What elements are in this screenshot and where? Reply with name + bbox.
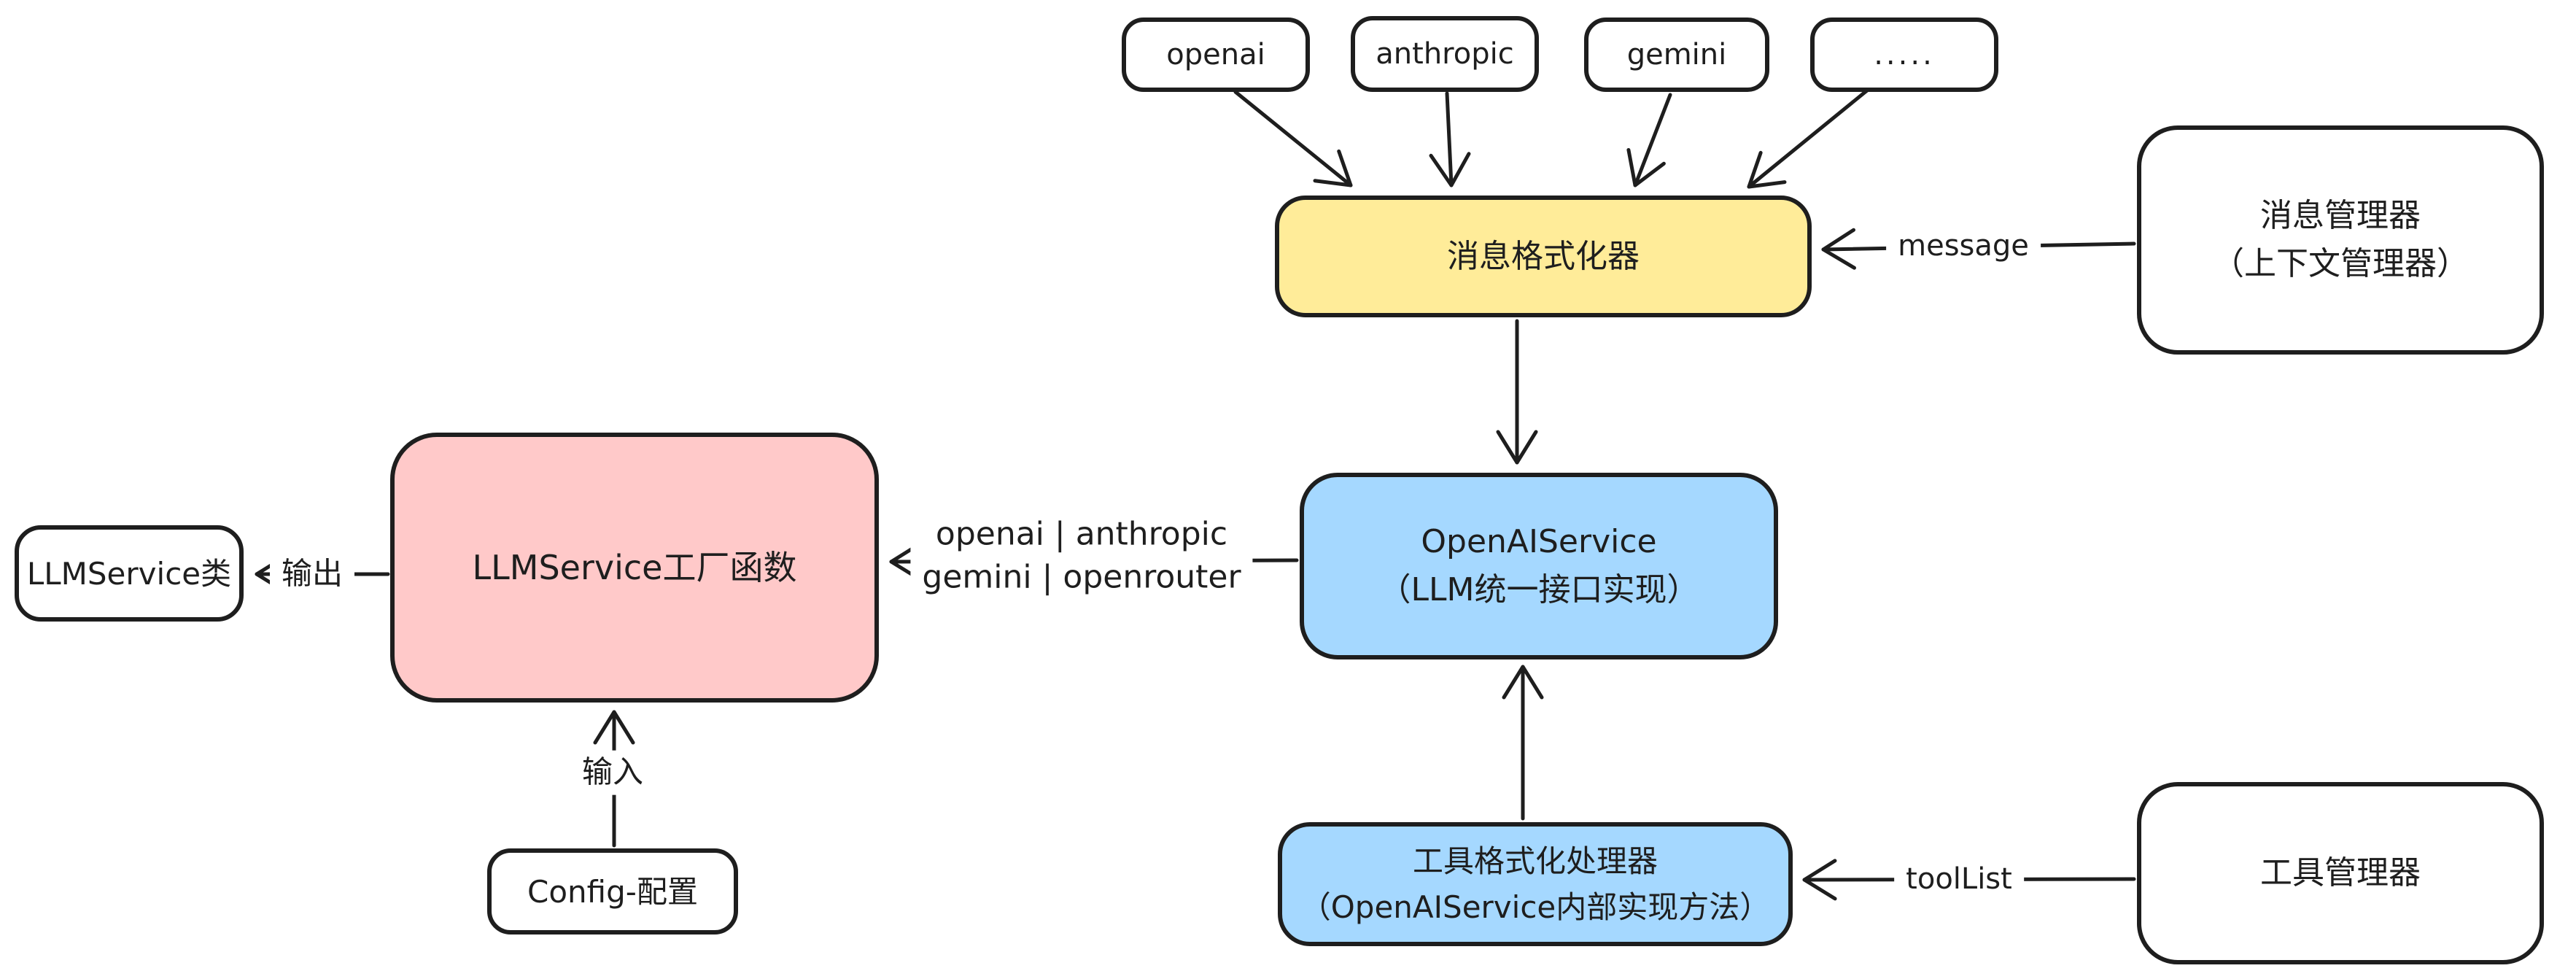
node-openai-service-line1: OpenAIService xyxy=(1421,523,1657,560)
node-llmservice-factory-label: LLMService工厂函数 xyxy=(472,547,797,587)
node-config-label: Config-配置 xyxy=(527,873,698,910)
node-gemini: gemini xyxy=(1584,18,1769,92)
edge-label-provider-types-line1: openai | anthropic xyxy=(935,515,1228,553)
node-tool-manager: 工具管理器 xyxy=(2137,782,2544,964)
node-openai-label: openai xyxy=(1166,38,1265,71)
node-llmservice-class-label: LLMService类 xyxy=(26,555,232,592)
node-config: Config-配置 xyxy=(487,848,738,934)
edge-label-toollist: toolList xyxy=(1894,858,2024,900)
edge-label-provider-types: openai | anthropic gemini | openrouter xyxy=(910,511,1253,601)
edge-label-message: message xyxy=(1886,225,2041,267)
node-message-manager-line1: 消息管理器 xyxy=(2260,197,2421,234)
node-message-formatter-label: 消息格式化器 xyxy=(1447,237,1640,275)
node-message-formatter: 消息格式化器 xyxy=(1275,196,1812,317)
arrow-gemini-to-formatter xyxy=(1626,93,1672,187)
edge-label-input: 输入 xyxy=(570,750,656,795)
arrow-anthropic-to-formatter xyxy=(1429,91,1471,187)
edge-label-provider-types-line2: gemini | openrouter xyxy=(922,559,1241,596)
node-llmservice-class: LLMService类 xyxy=(15,525,244,622)
node-openai: openai xyxy=(1122,18,1310,92)
node-tool-formatter: 工具格式化处理器 （OpenAIService内部实现方法） xyxy=(1278,822,1793,946)
arrow-openai-to-formatter xyxy=(1233,90,1353,187)
node-more-providers-label: ..... xyxy=(1874,38,1935,71)
node-llmservice-factory: LLMService工厂函数 xyxy=(390,433,879,703)
node-anthropic-label: anthropic xyxy=(1376,37,1514,71)
node-message-manager: 消息管理器 （上下文管理器） xyxy=(2137,125,2544,355)
node-tool-formatter-line2: （OpenAIService内部实现方法） xyxy=(1300,889,1771,925)
node-anthropic: anthropic xyxy=(1351,16,1539,92)
node-openai-service-line2: （LLM统一接口实现） xyxy=(1378,571,1699,608)
node-more-providers: ..... xyxy=(1810,18,1998,92)
node-gemini-label: gemini xyxy=(1626,38,1727,71)
node-tool-formatter-line1: 工具格式化处理器 xyxy=(1412,843,1658,879)
node-message-manager-line2: （上下文管理器） xyxy=(2212,245,2469,282)
arrow-more-to-formatter xyxy=(1747,88,1869,189)
node-openai-service: OpenAIService （LLM统一接口实现） xyxy=(1300,473,1778,659)
edge-label-output: 输出 xyxy=(269,552,355,597)
node-tool-manager-label: 工具管理器 xyxy=(2260,854,2421,891)
